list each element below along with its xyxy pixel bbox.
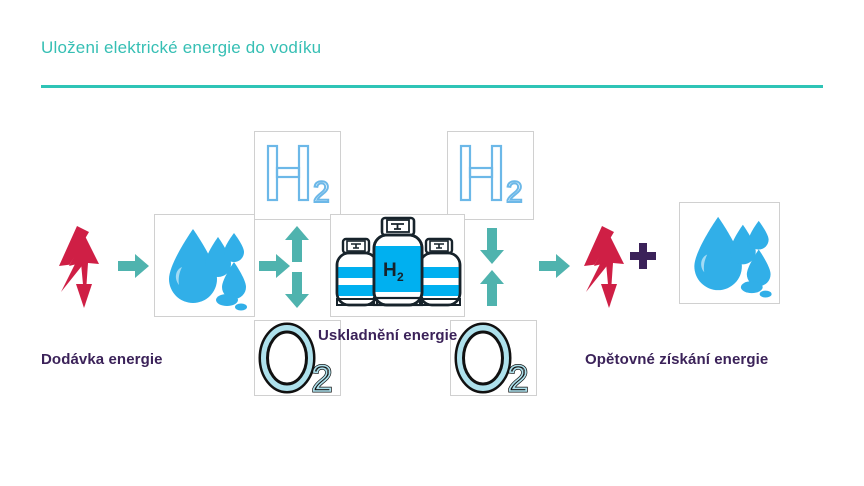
page-title: Uloženi elektrické energie do vodíku [41, 38, 322, 57]
arrow-right-icon [118, 254, 149, 278]
cylinder-label-sub: 2 [397, 270, 404, 284]
connector-down-up-right [478, 226, 506, 313]
cylinder-label: H [383, 260, 397, 281]
hydrogen-cylinders-icon: H 2 [335, 216, 462, 307]
figure-hydrogen-cylinders: H 2 [330, 214, 465, 317]
svg-text:2: 2 [506, 176, 523, 209]
svg-text:2: 2 [508, 358, 528, 395]
connector-bolt-right [580, 224, 636, 317]
figure-water-right [679, 202, 780, 304]
water-droplets-icon [694, 216, 772, 298]
h2-molecule-icon: 2 [459, 144, 524, 210]
caption-recovery: Opětovné získání energie [585, 351, 769, 368]
arrow-down-up-icon [480, 228, 504, 306]
lightning-bolt-icon [584, 226, 624, 308]
connector-plus [628, 240, 658, 277]
figure-h2-left: 2 [254, 131, 341, 220]
figure-water-left [154, 214, 255, 317]
connector-arrow-2 [259, 252, 291, 285]
caption-storage: Uskladnění energie [318, 327, 458, 344]
caption-supply: Dodávka energie [41, 351, 163, 368]
figure-o2-left: 2 2 [254, 320, 341, 396]
svg-text:2: 2 [508, 358, 528, 395]
title-divider [41, 85, 823, 88]
water-droplets-icon [169, 229, 247, 311]
plus-icon [630, 243, 656, 269]
connector-bolt-left [55, 224, 111, 317]
o2-molecule-icon: 2 2 [258, 322, 334, 395]
arrow-up-down-icon [285, 226, 309, 308]
figure-h2-right: 2 [447, 131, 534, 220]
arrow-right-icon [539, 254, 570, 278]
connector-arrow-3 [539, 252, 571, 285]
lightning-bolt-icon [59, 226, 99, 308]
svg-text:2: 2 [312, 358, 332, 395]
svg-text:2: 2 [313, 176, 330, 209]
connector-arrow-1 [118, 252, 150, 285]
connector-up-down-left [283, 226, 311, 313]
svg-text:2: 2 [312, 358, 332, 395]
h2-molecule-icon: 2 [266, 144, 331, 210]
arrow-right-icon [259, 254, 290, 278]
figure-o2-right: 2 2 [450, 320, 537, 396]
o2-molecule-icon: 2 2 [454, 322, 530, 395]
